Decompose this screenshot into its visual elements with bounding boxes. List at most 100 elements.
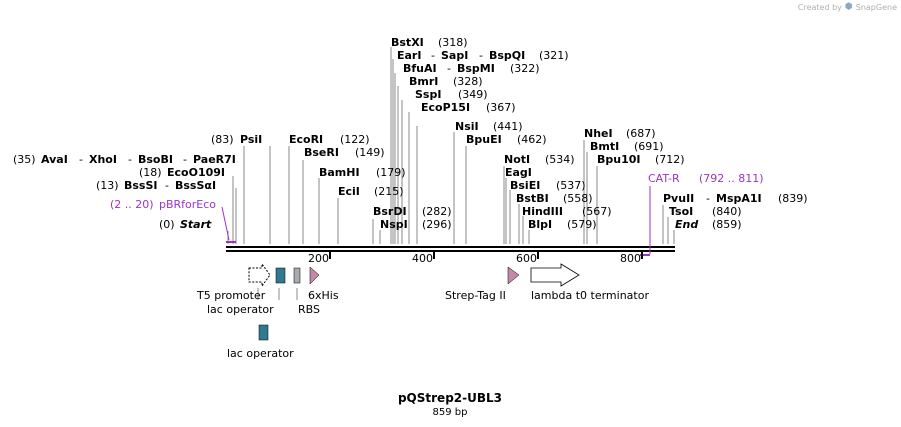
site-bfuai-name: BfuAI [403,62,437,75]
site-bsrdi-pos: (282) [422,205,452,218]
site-nsii-pos: (441) [493,120,523,133]
primer-catr: CAT-R (792 .. 811) [648,172,764,185]
site-eari: EarI - SapI - BspQI (321) [397,49,569,62]
site-nspi: NspI (296) [380,218,452,231]
site-bfuai-pos: (322) [510,62,540,75]
site-ecop15i: EcoP15I (367) [421,101,516,114]
primer-catr-range: (792 .. 811) [699,172,764,185]
site-tsoi-pos: (840) [712,205,742,218]
site-separator: - [183,153,187,166]
site-bpuei: BpuEI (462) [466,133,547,146]
feature-label-rbs: RBS [298,303,320,316]
feature-rbs [293,267,301,284]
site-blpi-pos: (579) [567,218,597,231]
feature-6xhis [309,266,320,285]
site-separator: - [431,49,435,62]
site-bspqi-name: BspQI [489,49,525,62]
site-bsssai-name: BssSαI [175,179,216,192]
site-hindiii-name: HindIII [522,205,563,218]
site-bstxi-name: BstXI [391,36,424,49]
site-bmri-name: BmrI [409,75,438,88]
site-bpu10i-pos: (712) [655,153,685,166]
site-nspi-pos: (296) [422,218,452,231]
plasmid-name: pQStrep2-UBL3 [398,391,502,405]
site-bsiei-pos: (537) [556,179,586,192]
primer-pbrforeco-marker [221,206,236,243]
site-start-pos: (0) [159,218,175,231]
site-bmri-pos: (328) [453,75,483,88]
site-sspi-pos: (349) [458,88,488,101]
site-avai-pos: (35) [13,153,36,166]
site-bmri: BmrI (328) [409,75,483,88]
site-ecii: EciI (215) [338,185,404,198]
site-noti: NotI (534) [504,153,575,166]
feature-label-t5-promoter: T5 promoter [196,289,266,302]
feature-leader-lines [257,288,298,300]
feature-lac-operator [275,267,286,284]
site-bseri: BseRI (149) [304,146,385,159]
site-leader-lines [227,47,675,244]
site-nspi-name: NspI [380,218,408,231]
site-bseri-pos: (149) [355,146,385,159]
site-ecoo109i-name: EcoO109I [167,166,225,179]
site-bsssi-pos: (13) [96,179,119,192]
site-nhei: NheI (687) [584,127,656,140]
site-blpi-name: BlpI [528,218,552,231]
site-psii-name: PsiI [240,133,262,146]
feature-label-lambda-t0-terminator: lambda t0 terminator [531,289,649,302]
site-bsiei-name: BsiEI [510,179,540,192]
site-hindiii-pos: (567) [582,205,612,218]
site-noti-name: NotI [504,153,530,166]
feature-label-strep-tag-ii: Strep-Tag II [445,289,506,302]
feature-label-6xhis: 6xHis [308,289,339,302]
site-bpu10i: Bpu10I (712) [597,153,685,166]
site-ecop15i-pos: (367) [486,101,516,114]
site-bamhi-pos: (179) [376,166,406,179]
site-bstxi-pos: (318) [438,36,468,49]
site-bstbi-pos: (558) [563,192,593,205]
primer-catr-marker [640,186,651,256]
primer-pbrforeco-name: pBRforEco [159,198,216,211]
site-bsiei: BsiEI (537) [510,179,586,192]
primer-catr-name: CAT-R [648,172,680,185]
site-eari-pos: (321) [539,49,569,62]
site-mspa1i-name: MspA1I [716,192,762,205]
feature-lac-operator-2 [258,324,269,341]
site-ecop15i-name: EcoP15I [421,101,470,114]
site-psii-pos: (83) [211,133,234,146]
site-ecori-name: EcoRI [289,133,323,146]
site-nsii-name: NsiI [455,120,479,133]
credit-brand: SnapGene [855,2,897,12]
ruler-tick-200: 200 [308,252,329,265]
snapgene-logo-icon: ⬢ [844,2,853,12]
site-psii: (83) PsiI [211,133,262,146]
site-sspi: SspI (349) [415,88,488,101]
site-ecii-name: EciI [338,185,360,198]
site-paer7i-name: PaeR7I [193,153,236,166]
site-sapi-name: SapI [441,49,468,62]
site-separator: - [479,49,483,62]
site-ecori-pos: (122) [340,133,370,146]
site-separator: - [706,192,710,205]
site-bpuei-name: BpuEI [466,133,502,146]
ruler-tick-600: 600 [516,252,537,265]
site-bpuei-pos: (462) [517,133,547,146]
feature-lambda-t0-terminator [530,263,580,287]
site-bsrdi: BsrDI (282) [373,205,452,218]
site-avai-name: AvaI [41,153,68,166]
site-blpi: BlpI (579) [528,218,597,231]
credit-text: Created by [797,2,842,12]
ruler: 200 400 600 800 [308,252,643,265]
site-noti-pos: (534) [545,153,575,166]
site-tsoi-name: TsoI [669,205,693,218]
site-nhei-pos: (687) [626,127,656,140]
site-separator: - [447,62,451,75]
primer-pbrforeco: (2 .. 20) pBRforEco [110,198,216,211]
site-sspi-name: SspI [415,88,441,101]
site-bseri-name: BseRI [304,146,339,159]
ruler-tick-400: 400 [412,252,433,265]
site-start: (0) Start [159,218,212,231]
site-ecoo109i: (18) EcoO109I [139,166,225,179]
site-bmti-pos: (691) [634,140,664,153]
